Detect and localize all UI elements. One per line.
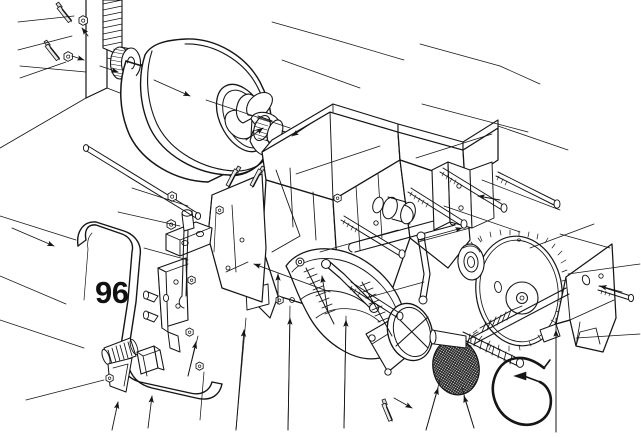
hex-nuts: [63, 15, 342, 383]
coil-springs: [303, 267, 393, 337]
stud-pins: [142, 290, 170, 323]
pivot-bracket: [165, 209, 213, 257]
long-bolts: [340, 167, 635, 321]
page-number: 96: [95, 275, 129, 310]
bottom-arrow-marks: [111, 395, 154, 431]
guard-tension-rod: [429, 329, 525, 368]
rotation-arrow: [491, 356, 553, 427]
front-housing-shell: [207, 173, 267, 303]
mounting-bracket: [157, 257, 189, 353]
trigger-switch: [136, 345, 165, 377]
rocker-link: [320, 231, 431, 314]
electric-motor: [120, 38, 273, 183]
handle-bar: [76, 221, 223, 400]
hatched-post: [102, 0, 123, 57]
guard-return-spring: [470, 305, 523, 343]
assembly-arrows: [11, 27, 623, 433]
long-thin-rod: [82, 144, 202, 220]
blade-guard: [539, 243, 617, 353]
blade-flange: [457, 243, 485, 281]
linkage-rod: [178, 229, 189, 309]
bearing-boss: [372, 196, 416, 225]
